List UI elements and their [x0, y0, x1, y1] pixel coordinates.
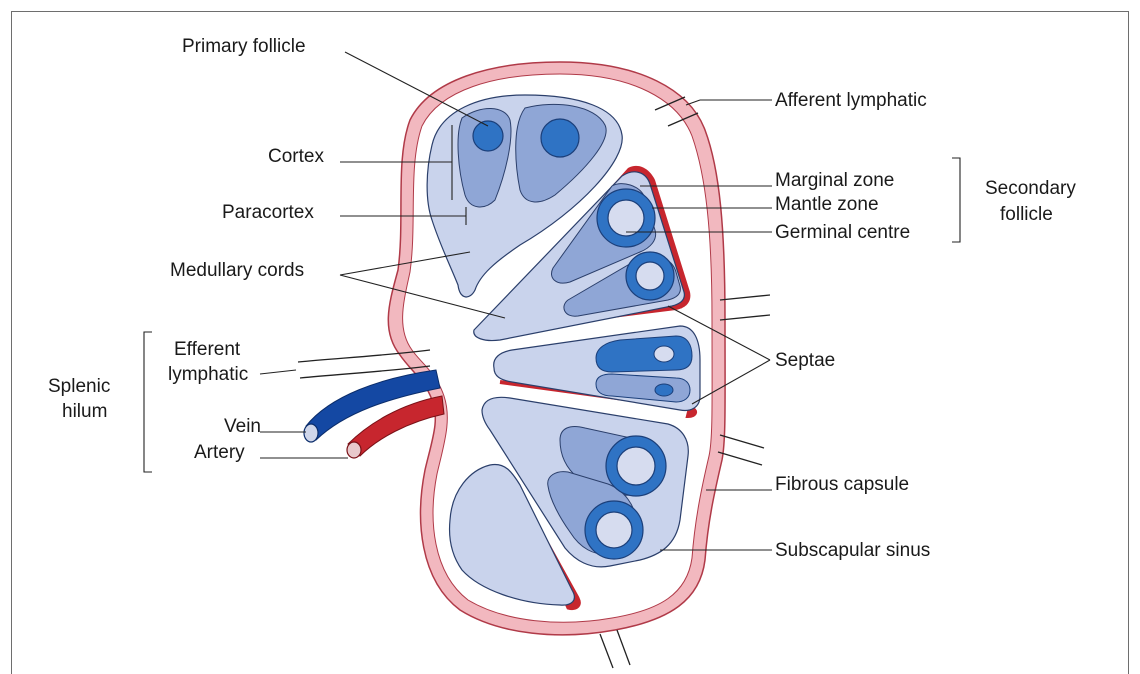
label-marginal-zone: Marginal zone	[775, 170, 894, 191]
secondary-follicle-bracket	[952, 158, 960, 242]
label-efferent-lymphatic-line1: Efferent	[174, 339, 241, 360]
germinal-middle-1	[654, 346, 674, 362]
secondary-follicle-1-germinal	[608, 200, 644, 236]
germinal-middle-2	[655, 384, 673, 396]
label-primary-follicle: Primary follicle	[182, 36, 306, 57]
secondary-follicle-4-germinal	[596, 512, 632, 548]
label-fibrous-capsule: Fibrous capsule	[775, 474, 909, 495]
label-splenic-hilum-line2: hilum	[62, 401, 107, 422]
splenic-hilum-bracket	[144, 332, 152, 472]
label-germinal-centre: Germinal centre	[775, 222, 910, 243]
label-medullary-cords: Medullary cords	[170, 260, 304, 281]
primary-follicle-2	[541, 119, 579, 157]
label-mantle-zone: Mantle zone	[775, 194, 879, 215]
label-subscapular-sinus: Subscapular sinus	[775, 540, 930, 561]
label-artery: Artery	[194, 442, 245, 463]
label-vein: Vein	[224, 416, 261, 437]
secondary-follicle-2-germinal	[636, 262, 664, 290]
label-secondary-follicle-line2: follicle	[1000, 204, 1053, 225]
label-septae: Septae	[775, 350, 835, 371]
label-splenic-hilum-line1: Splenic	[48, 376, 110, 397]
vein-end	[304, 424, 318, 442]
secondary-follicle-3-germinal	[617, 447, 655, 485]
artery-end	[347, 442, 361, 458]
label-secondary-follicle-line1: Secondary	[985, 178, 1076, 199]
label-cortex: Cortex	[268, 146, 324, 167]
label-paracortex: Paracortex	[222, 202, 314, 223]
label-afferent-lymphatic: Afferent lymphatic	[775, 90, 927, 111]
label-efferent-lymphatic-line2: lymphatic	[168, 364, 248, 385]
